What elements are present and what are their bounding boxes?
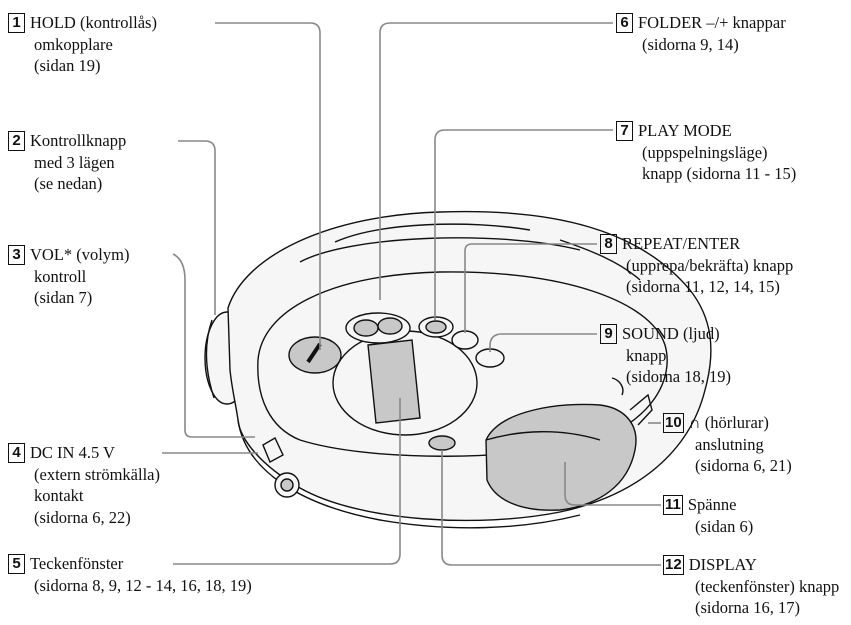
- display-window: [367, 339, 421, 424]
- callout-number: 5: [8, 554, 25, 574]
- callout-number: 11: [663, 495, 683, 515]
- callout-number: 12: [663, 555, 684, 575]
- callout-number: 7: [616, 121, 633, 141]
- callout-number: 3: [8, 245, 25, 265]
- callout-number: 1: [8, 13, 25, 33]
- repeat-enter-button: [451, 330, 479, 350]
- callout-number: 8: [600, 234, 617, 254]
- callout-number: 10: [663, 413, 684, 433]
- callout-number: 9: [600, 324, 617, 344]
- headphones-icon-label: ∩ (hörlurar): [688, 413, 769, 432]
- callout-10: 10∩ (hörlurar) anslutning (sidorna 6, 21…: [663, 413, 792, 475]
- leader-lines: [162, 22, 661, 566]
- callout-number: 6: [616, 13, 633, 33]
- callout-number: 2: [8, 131, 25, 151]
- buckle: [485, 403, 637, 511]
- display-button: [428, 435, 456, 451]
- callout-number: 4: [8, 443, 25, 463]
